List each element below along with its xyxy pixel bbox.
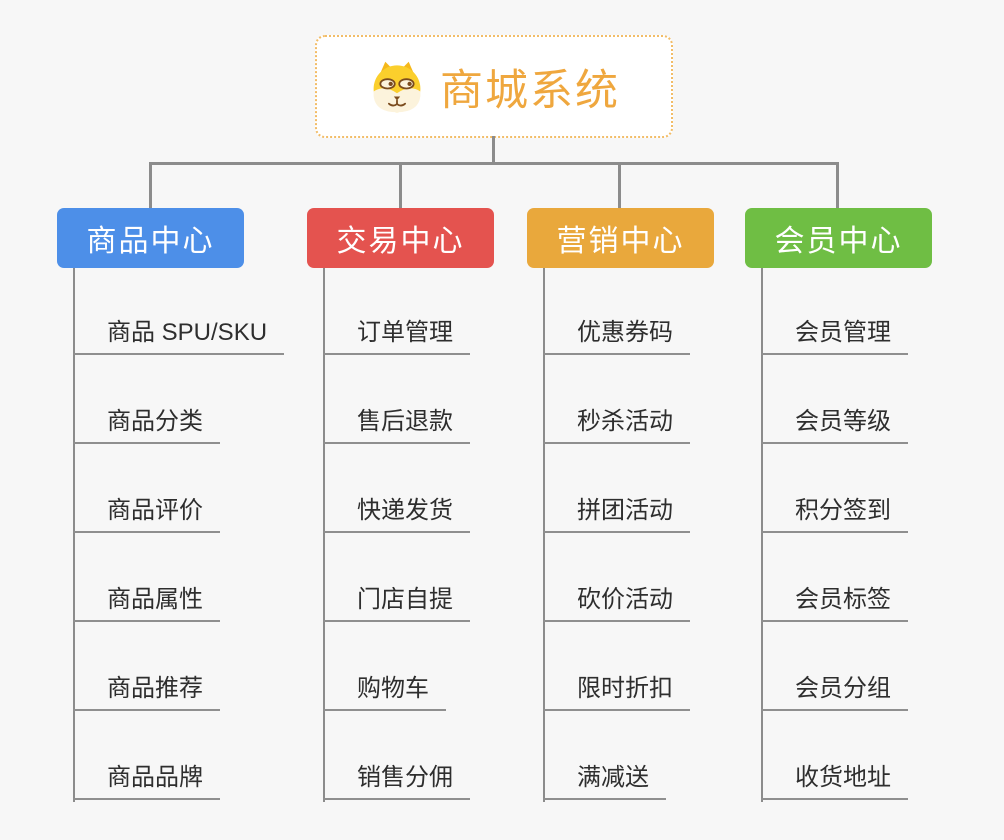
connector-root-stem xyxy=(492,136,495,164)
branch-trunk-line xyxy=(323,268,325,802)
leaf-node[interactable]: 砍价活动 xyxy=(543,586,690,622)
connector-drop-marketing xyxy=(618,164,621,208)
branch-header-trade-center[interactable]: 交易中心 xyxy=(307,208,494,268)
leaf-node[interactable]: 快递发货 xyxy=(323,497,470,533)
leaf-node[interactable]: 积分签到 xyxy=(761,497,908,533)
leaf-node[interactable]: 商品品牌 xyxy=(73,764,220,800)
leaf-node[interactable]: 会员标签 xyxy=(761,586,908,622)
leaf-node[interactable]: 会员管理 xyxy=(761,319,908,355)
root-node[interactable]: 商城系统 xyxy=(315,35,673,138)
branch-trunk-line xyxy=(761,268,763,802)
leaf-node[interactable]: 商品推荐 xyxy=(73,675,220,711)
leaf-node[interactable]: 满减送 xyxy=(543,764,666,800)
leaf-node[interactable]: 商品评价 xyxy=(73,497,220,533)
connector-drop-product xyxy=(149,164,152,208)
branch-header-marketing-center[interactable]: 营销中心 xyxy=(527,208,714,268)
leaf-node[interactable]: 商品分类 xyxy=(73,408,220,444)
leaf-node[interactable]: 会员分组 xyxy=(761,675,908,711)
leaf-node[interactable]: 收货地址 xyxy=(761,764,908,800)
connector-drop-trade xyxy=(399,164,402,208)
branch-marketing-center: 营销中心 优惠券码 秒杀活动 拼团活动 砍价活动 限时折扣 满减送 xyxy=(527,208,714,802)
branch-member-center: 会员中心 会员管理 会员等级 积分签到 会员标签 会员分组 收货地址 xyxy=(745,208,932,802)
branch-trunk-line xyxy=(73,268,75,802)
leaf-node[interactable]: 购物车 xyxy=(323,675,446,711)
branch-trunk-line xyxy=(543,268,545,802)
branch-product-center: 商品中心 商品 SPU/SKU 商品分类 商品评价 商品属性 商品推荐 商品品牌 xyxy=(57,208,285,802)
leaf-node[interactable]: 拼团活动 xyxy=(543,497,690,533)
root-title: 商城系统 xyxy=(440,66,620,115)
connector-drop-member xyxy=(836,164,839,208)
branch-trade-center: 交易中心 订单管理 售后退款 快递发货 门店自提 购物车 销售分佣 xyxy=(307,208,494,802)
leaf-node[interactable]: 订单管理 xyxy=(323,319,470,355)
leaf-node[interactable]: 商品属性 xyxy=(73,586,220,622)
branch-header-product-center[interactable]: 商品中心 xyxy=(57,208,244,268)
leaf-node[interactable]: 商品 SPU/SKU xyxy=(73,319,285,355)
leaf-node[interactable]: 门店自提 xyxy=(323,586,470,622)
leaf-node[interactable]: 秒杀活动 xyxy=(543,408,690,444)
leaf-node[interactable]: 售后退款 xyxy=(323,408,470,444)
branch-header-member-center[interactable]: 会员中心 xyxy=(745,208,932,268)
leaf-node[interactable]: 优惠券码 xyxy=(543,319,690,355)
leaf-node[interactable]: 会员等级 xyxy=(761,408,908,444)
leaf-node[interactable]: 销售分佣 xyxy=(323,764,470,800)
connector-horizontal-bar xyxy=(149,162,839,165)
dog-face-icon xyxy=(368,60,426,114)
leaf-node[interactable]: 限时折扣 xyxy=(543,675,690,711)
